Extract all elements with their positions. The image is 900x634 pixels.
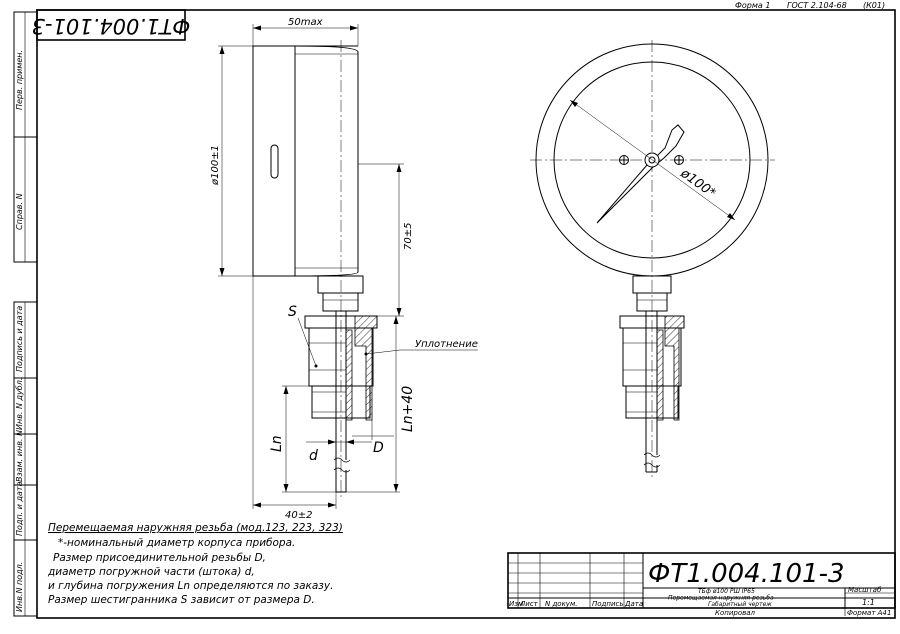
note-line-4: и глубина погружения Ln определяются по …	[48, 580, 333, 592]
title-col-list: Лист	[519, 600, 539, 608]
dim-d: d	[309, 448, 318, 464]
title-desc-2: Перемещаемая наружняя резьба	[668, 595, 774, 602]
dim-height: 70±5	[403, 223, 414, 250]
title-scale-value: 1:1	[862, 598, 875, 607]
dim-ln: Ln	[269, 435, 285, 452]
pointer-needle	[596, 124, 685, 224]
strip-label-vzam-inv: Взам. инв. N	[15, 430, 24, 482]
dim-hex-label: S	[288, 304, 297, 320]
strip-label-podp-data: Подп. и дата	[15, 481, 24, 536]
front-view: ø100*	[530, 40, 775, 480]
sheet-frame	[13, 9, 896, 619]
strip-label-sprav: Справ. N	[15, 193, 24, 230]
title-col-data: Дата	[624, 600, 643, 608]
title-scale-label: Масштаб	[848, 586, 882, 594]
side-view	[252, 40, 378, 500]
left-strip-labels: Перв. примен. Справ. N Подпись и дата Ин…	[15, 50, 24, 612]
header-gost: ГОСТ 2.104-68	[787, 1, 847, 10]
note-line-1: *-номинальный диаметр корпуса прибора.	[58, 537, 295, 549]
note-title: Перемещаемая наружняя резьба (мод.123, 2…	[48, 522, 343, 534]
title-block: ФТ1.004.101-3 ТБф ø100 РШ IP65 Перемещае…	[507, 552, 896, 617]
dim-D: D	[373, 440, 384, 456]
strip-label-podpis-data: Подпись и дата	[15, 306, 24, 372]
header-forma: Форма 1	[735, 1, 770, 10]
dim-seal-label: Уплотнение	[415, 339, 478, 350]
title-format: Формат А4	[847, 609, 887, 617]
title-col-izm: Изм	[509, 600, 524, 608]
dim-dial-diameter: ø100*	[677, 166, 719, 202]
rotated-stamp: ФТ1.004.101-3	[32, 9, 191, 41]
strip-label-inv-dubl: Инв. N дубл.	[15, 378, 24, 430]
dim-width-bottom: 40±2	[285, 510, 312, 521]
notes: Перемещаемая наружняя резьба (мод.123, 2…	[47, 522, 343, 606]
title-sheet-mark: 1	[887, 609, 891, 617]
strip-label-perv-primen: Перв. примен.	[15, 50, 24, 110]
title-desc-1: ТБф ø100 РШ IP65	[698, 588, 755, 595]
title-col-podpis: Подпись	[592, 600, 624, 608]
title-designation: ФТ1.004.101-3	[648, 559, 845, 589]
note-line-5: Размер шестигранника S зависит от размер…	[48, 594, 315, 606]
note-line-2: Размер присоединительной резьбы D,	[53, 552, 266, 564]
header-code: (К01)	[863, 1, 885, 10]
dim-width-top: 50max	[288, 17, 323, 28]
title-col-ndokum: N докум.	[545, 600, 577, 608]
side-view-dimensions: 50max ø100±1 70±5 S Уплотнение Ln Ln+40	[210, 17, 478, 521]
title-desc-3: Габаритный чертеж	[708, 601, 772, 608]
dim-diameter-body: ø100±1	[210, 145, 221, 186]
header: Форма 1 ГОСТ 2.104-68 (К01)	[735, 1, 885, 10]
dim-ln40: Ln+40	[400, 386, 416, 432]
rotated-stamp-text: ФТ1.004.101-3	[32, 14, 191, 38]
strip-label-inv-podl: Инв.N подл.	[15, 562, 24, 612]
note-line-3: диаметр погружной части (штока) d,	[47, 566, 255, 578]
title-copied: Копировал	[715, 609, 756, 617]
